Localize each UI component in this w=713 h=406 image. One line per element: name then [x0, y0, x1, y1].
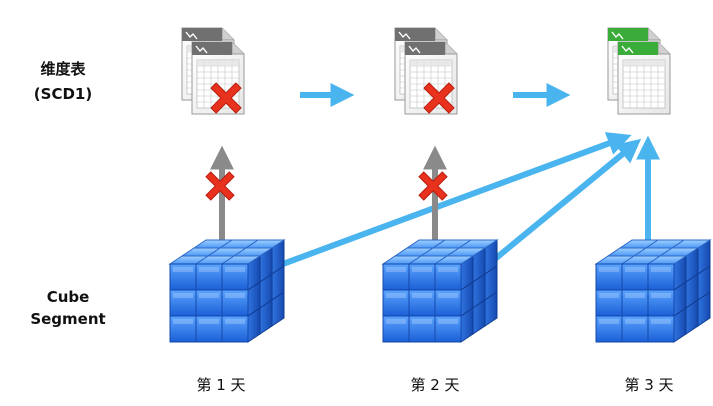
dimension-table-icon-day3 [607, 27, 671, 115]
cube-label-line1: Cube [46, 288, 90, 306]
table-invalid-cross-day1 [210, 82, 242, 114]
cube-to-table-arrows [270, 132, 660, 271]
cube-segment-icon-day2 [381, 239, 499, 343]
cube-label-line2: Segment [30, 310, 106, 328]
dimension-subtitle: (SCD1) [33, 85, 93, 103]
table-invalid-cross-day2 [423, 82, 455, 114]
day-label-3: 第 3 天 [624, 376, 674, 394]
blocked-arrow-cross-day2 [418, 171, 448, 201]
dimension-title: 维度表 [40, 60, 86, 78]
day-label-1: 第 1 天 [196, 376, 246, 394]
blocked-arrow-cross-day1 [205, 171, 235, 201]
dimension-table-label: 维度表 (SCD1) [28, 58, 98, 103]
cube-segment-icon-day1 [168, 239, 286, 343]
day-label-2: 第 2 天 [410, 376, 460, 394]
cube-segment-label: Cube Segment [18, 286, 118, 330]
diagonal-arrow-day1-to-day3 [270, 132, 632, 271]
diagonal-arrow-day2-to-day3 [482, 138, 642, 271]
dimension-table-icon-day2 [394, 27, 458, 115]
cube-segment-icon-day3 [594, 239, 712, 343]
blocked-update-arrows [210, 145, 447, 252]
